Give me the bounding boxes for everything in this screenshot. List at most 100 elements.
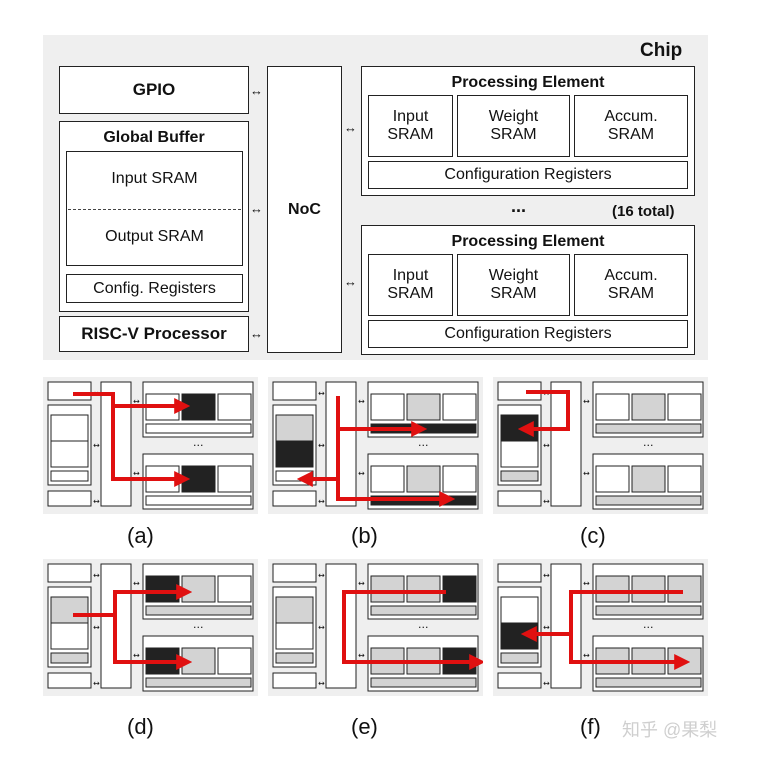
input-output-sram: [66, 151, 243, 266]
riscv-processor: RISC-V Processor: [59, 316, 249, 352]
bidirectional-arrow-icon: ↔: [543, 441, 550, 450]
pe-weight-sram: [631, 465, 666, 493]
pe-sram-label: SRAM: [387, 126, 434, 143]
bidirectional-arrow-icon: ↔: [583, 651, 590, 660]
pe-accum-sram: [667, 393, 702, 421]
pe-weight-sram: [181, 647, 216, 675]
pe-accum-sram: [667, 465, 702, 493]
chip-title: Chip: [640, 40, 683, 61]
pe-config-registers: [595, 677, 702, 688]
pe-accum-sram: [217, 393, 252, 421]
pe-input-sram: [595, 575, 630, 603]
gb-input-sram: [500, 596, 539, 624]
pe-accum-sram: [217, 575, 252, 603]
gb-config-registers: [275, 652, 314, 664]
riscv-processor: [497, 672, 542, 689]
pe-sram-label: SRAM: [490, 285, 537, 302]
pe-input-label: Input: [392, 108, 429, 125]
pe-sram-label: SRAM: [607, 285, 655, 302]
more-pe-dots: ...: [643, 618, 654, 631]
pe-weight-sram: [631, 393, 666, 421]
pe-config-registers: [595, 605, 702, 616]
pe-weight-sram: [406, 465, 441, 493]
more-pe-dots: ...: [418, 436, 429, 449]
pe-config-registers: [145, 495, 252, 506]
gb-input-sram: [50, 596, 89, 624]
noc-block: [550, 563, 582, 689]
pe-input-sram: [370, 465, 405, 493]
bidirectional-arrow-icon: ↔: [133, 579, 140, 588]
gb-output-sram: [500, 440, 539, 468]
pe-input-sram: Input SRAM: [368, 95, 453, 157]
bidirectional-arrow-icon: ↔: [583, 397, 590, 406]
gb-output-sram: [275, 440, 314, 468]
pe-weight-label: Weight: [488, 267, 539, 284]
dataflow-arrow: [342, 590, 483, 670]
pe-input-sram: [370, 575, 405, 603]
bidirectional-arrow-icon: ↔: [358, 469, 365, 478]
subfigure-c: ↔↔↔↔↔...: [493, 377, 708, 514]
pe-weight-label: Weight: [488, 108, 539, 125]
pe-accum-sram: [442, 465, 477, 493]
more-pe-dots: ...: [418, 618, 429, 631]
pe-config-registers: [145, 423, 252, 434]
riscv-processor: [497, 490, 542, 507]
pe-config-registers: Configuration Registers: [368, 161, 688, 189]
gpio-block: GPIO: [59, 66, 249, 114]
bidirectional-arrow-icon: ↔: [543, 497, 550, 506]
more-pe-dots: ...: [193, 436, 204, 449]
bidirectional-arrow-icon: ↔: [318, 497, 325, 506]
bidirectional-arrow-icon: ↔: [344, 120, 357, 135]
bidirectional-arrow-icon: ↔: [318, 441, 325, 450]
output-sram-label: Output SRAM: [105, 228, 204, 245]
pe-weight-sram: [181, 393, 216, 421]
riscv-processor: [47, 490, 92, 507]
dataflow-arrow: [73, 584, 193, 617]
bidirectional-arrow-icon: ↔: [318, 389, 325, 398]
bidirectional-arrow-icon: ↔: [133, 469, 140, 478]
bidirectional-arrow-icon: ↔: [318, 623, 325, 632]
dataflow-arrow: [73, 392, 191, 414]
dataflow-arrow: [517, 390, 570, 437]
pe-config-registers: Configuration Registers: [368, 320, 688, 348]
pe-input-sram: [595, 465, 630, 493]
gpio-block: [47, 381, 92, 401]
bidirectional-arrow-icon: ↔: [583, 469, 590, 478]
gpio-block: [272, 381, 317, 401]
pe-accum-sram: [217, 647, 252, 675]
pe-accum-sram: Accum. SRAM: [574, 254, 688, 316]
bidirectional-arrow-icon: ↔: [93, 441, 100, 450]
pe-input-label: Input: [392, 267, 429, 284]
bidirectional-arrow-icon: ↔: [344, 274, 357, 289]
pe-weight-sram: Weight SRAM: [457, 95, 570, 157]
subfigure-b: ↔ ↔ ↔ ↔ ↔...: [268, 377, 483, 514]
gb-input-sram: [50, 414, 89, 442]
gb-output-sram: [50, 622, 89, 650]
riscv-processor: [272, 490, 317, 507]
gb-config-registers: [500, 652, 539, 664]
bidirectional-arrow-icon: ↔: [358, 397, 365, 406]
noc-block: [325, 563, 357, 689]
caption-c: (c): [580, 523, 606, 548]
pe-weight-sram: Weight SRAM: [457, 254, 570, 316]
subfigure-f: ↔↔↔↔↔...: [493, 559, 708, 696]
caption-a: (a): [127, 523, 154, 548]
pe-accum-sram: Accum. SRAM: [574, 95, 688, 157]
bidirectional-arrow-icon: ↔: [250, 201, 263, 216]
pe-input-sram: [145, 575, 180, 603]
more-pe-dots: ...: [193, 618, 204, 631]
dataflow-arrow: [569, 590, 691, 670]
pe-input-sram: [370, 393, 405, 421]
noc-block: [100, 381, 132, 507]
gpio-block: [272, 563, 317, 583]
dataflow-arrow: [111, 406, 191, 487]
pe-input-sram: Input SRAM: [368, 254, 453, 316]
bidirectional-arrow-icon: ↔: [358, 651, 365, 660]
pe-config-registers: [595, 423, 702, 434]
bidirectional-arrow-icon: ↔: [543, 623, 550, 632]
bidirectional-arrow-icon: ↔: [133, 651, 140, 660]
gb-config-registers: [275, 470, 314, 482]
riscv-processor: [272, 672, 317, 689]
gb-input-sram: [275, 414, 314, 442]
pe-accum-sram: [442, 575, 477, 603]
